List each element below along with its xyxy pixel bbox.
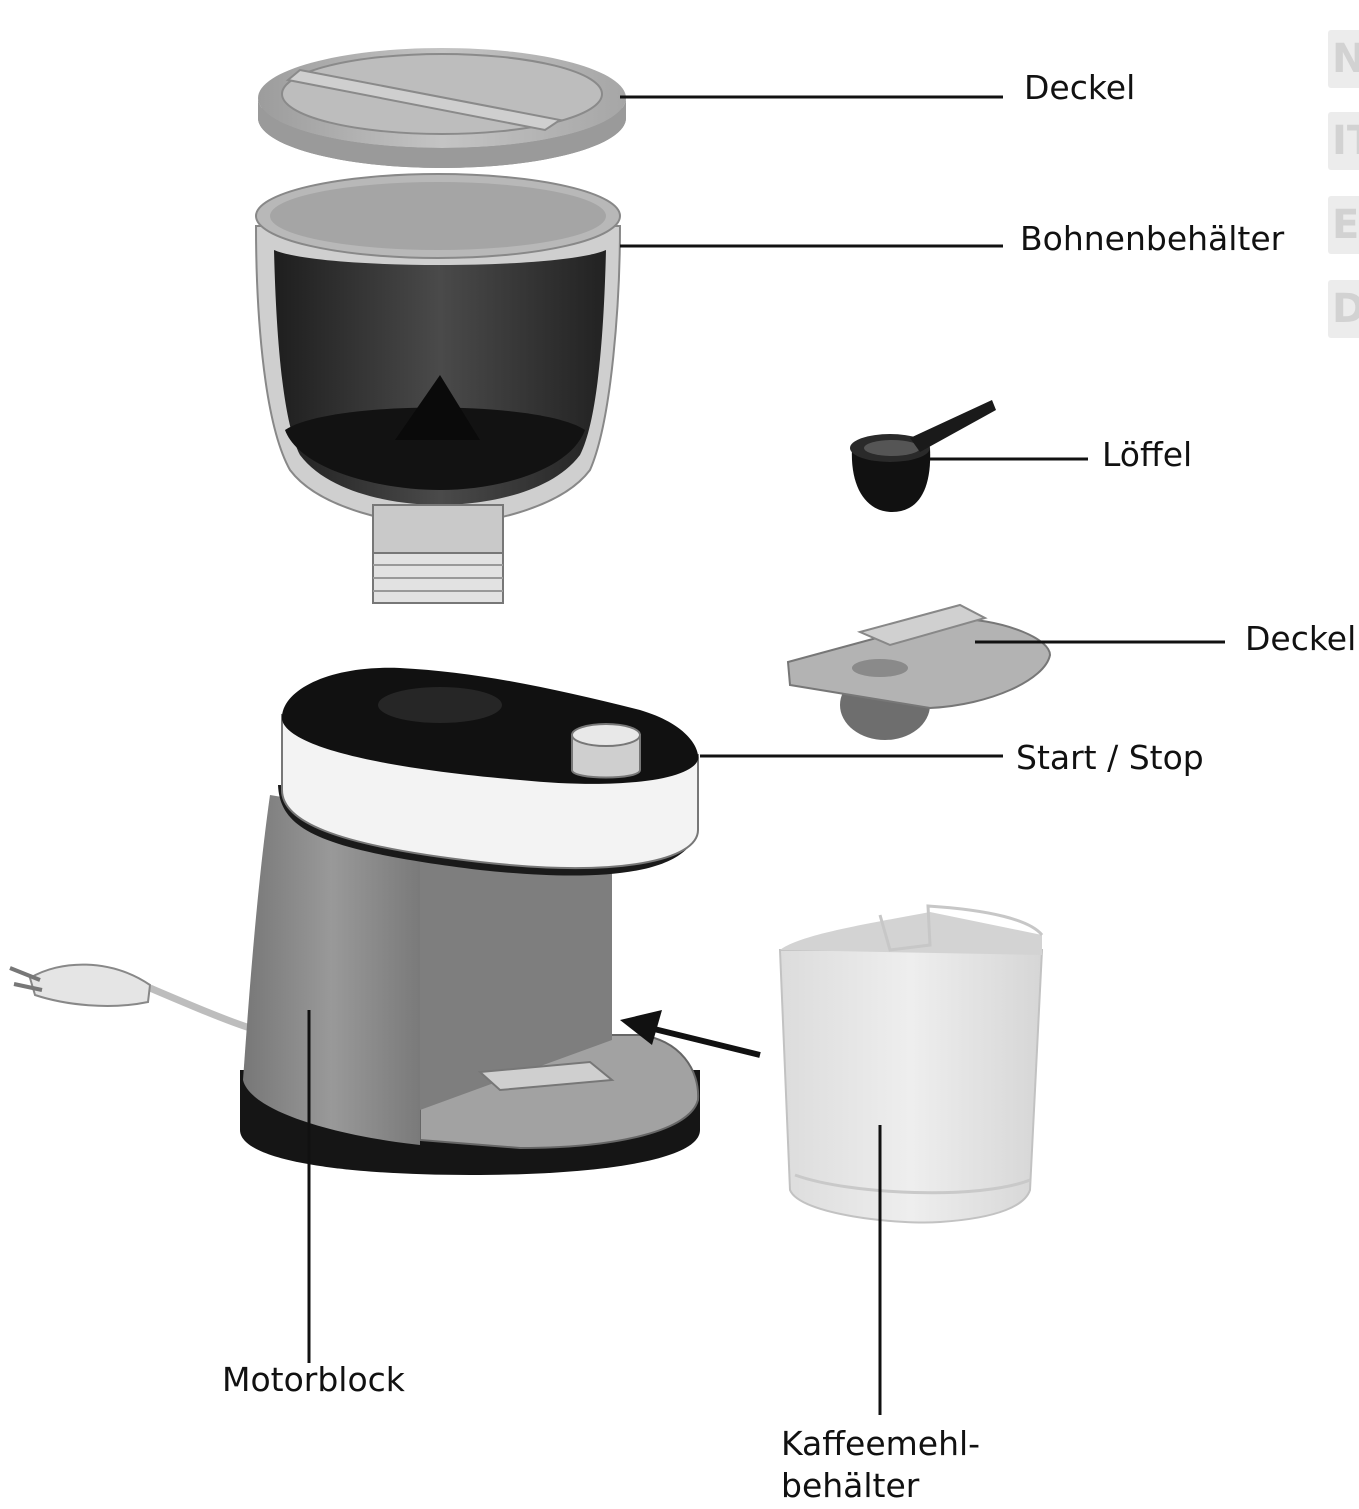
label-small-lid: Deckel bbox=[1245, 619, 1357, 658]
language-tab-n[interactable]: N bbox=[1328, 30, 1359, 88]
label-start-stop: Start / Stop bbox=[1016, 738, 1204, 777]
spoon-part bbox=[850, 400, 996, 512]
label-spoon: Löffel bbox=[1102, 435, 1193, 474]
power-cord-part bbox=[9, 963, 252, 1032]
motor-block-part bbox=[240, 667, 700, 1175]
insert-arrow bbox=[620, 1010, 761, 1058]
grounds-container-part bbox=[778, 904, 1044, 1224]
label-lid-top: Deckel bbox=[1024, 68, 1136, 107]
label-grounds-container-line1: Kaffeemehl- bbox=[781, 1424, 981, 1463]
small-lid-part bbox=[786, 603, 1052, 740]
label-grounds-container-line2: behälter bbox=[781, 1466, 920, 1505]
bean-container-part bbox=[254, 173, 622, 604]
language-tab-it[interactable]: IT bbox=[1328, 112, 1359, 170]
label-motor-block: Motorblock bbox=[222, 1360, 405, 1399]
leader-lines bbox=[307, 95, 1225, 1415]
language-tab-d[interactable]: D bbox=[1328, 280, 1359, 338]
top-lid-part bbox=[258, 48, 626, 168]
language-tab-e[interactable]: E bbox=[1328, 196, 1359, 254]
label-bean-container: Bohnenbehälter bbox=[1020, 219, 1285, 258]
